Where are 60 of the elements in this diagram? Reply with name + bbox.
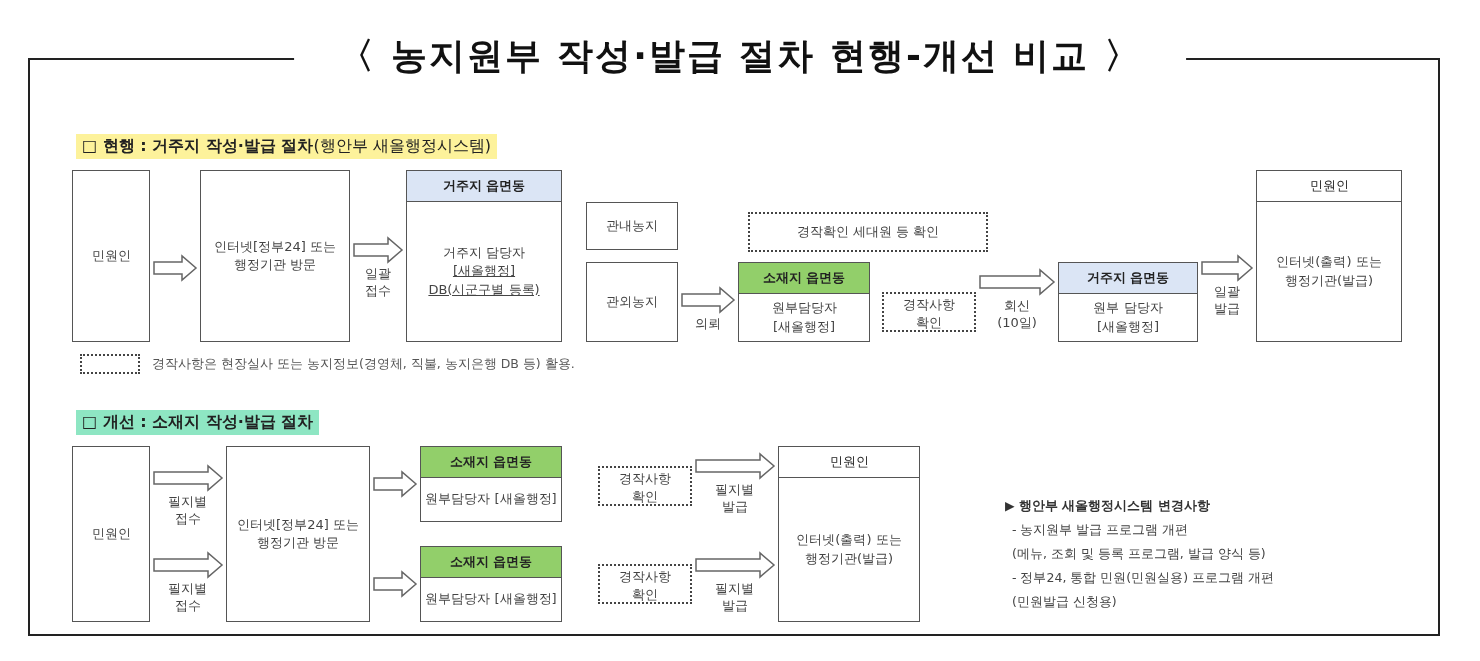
process-box [72,170,150,342]
box-text: 인터넷(출력) 또는 행정기관(발급) [795,531,903,568]
box-text: [새올행정] [452,262,516,281]
block-arrow [695,551,776,579]
section-heading: □ 개선 : 소재지 작성·발급 절차 [76,410,320,435]
block-arrow [979,268,1056,296]
box-text: 인터넷[정부24] 또는 행정기관 방문 [236,515,360,552]
box-header: 거주지 읍면동 [407,171,561,202]
box-text: 경작사항 확인 [902,296,956,333]
process-box [406,170,562,342]
dashed-note-box [598,564,692,604]
dashed-note-box [882,292,976,332]
box-text: 관외농지 [606,292,658,311]
legend-text: 경작사항은 현장실사 또는 농지정보(경영체, 직불, 농지은행 DB 등) 활용. [152,356,575,373]
process-box [72,446,150,622]
process-box [1256,170,1402,342]
box-text: 원부담당자 [새올행정] [425,590,557,609]
box-text: 원부담당자 [새올행정] [425,490,557,509]
box-text: DB(시군구별 등록) [428,280,540,299]
note-text: - 농지원부 발급 프로그램 개편 [1012,522,1189,539]
process-box [1058,262,1198,342]
block-arrow [1201,254,1254,282]
note-text: (메뉴, 조회 및 등록 프로그램, 발급 양식 등) [1012,546,1266,563]
block-arrow [373,570,418,598]
note-text: - 정부24, 통합 민원(민원실용) 프로그램 개편 [1012,570,1274,587]
block-arrow [353,236,404,264]
process-box [738,262,870,342]
box-text: 민원인 [91,524,131,543]
process-box [226,446,370,622]
block-arrow [153,254,198,282]
box-text: 민원인 [91,246,131,265]
dashed-note-box [748,212,988,252]
block-arrow [153,551,224,579]
process-box [420,546,562,622]
block-arrow [153,464,224,492]
box-header: 거주지 읍면동 [1059,263,1197,294]
box-header: 소재지 읍면동 [739,263,869,294]
dashed-note-box [598,466,692,506]
box-text: 관내농지 [606,216,658,235]
process-box [586,202,678,250]
note-text: (민원발급 신청용) [1012,594,1117,611]
process-box [420,446,562,522]
box-text: 원부담당자 [새올행정] [770,299,838,336]
box-text: 원부 담당자 [새올행정] [1092,299,1164,336]
box-text: 거주지 담당자 [442,244,526,263]
box-text: 인터넷[정부24] 또는 행정기관 방문 [213,237,337,274]
box-text: 인터넷(출력) 또는 행정기관(발급) [1275,253,1383,290]
block-arrow [373,470,418,498]
box-text: 경작사항 확인 [618,568,672,605]
process-box [586,262,678,342]
process-box [778,446,920,622]
section-heading: □ 현행 : 거주지 작성·발급 절차(행안부 새올행정시스템) [76,134,498,159]
block-arrow [681,286,736,314]
note-text: ▶ 행안부 새올행정시스템 변경사항 [1005,498,1210,515]
process-box [200,170,350,342]
box-header: 소재지 읍면동 [421,547,561,578]
box-text: 경작사항 확인 [618,470,672,507]
box-header: 소재지 읍면동 [421,447,561,478]
box-text: 경작확인 세대원 등 확인 [796,222,940,241]
block-arrow [695,452,776,480]
